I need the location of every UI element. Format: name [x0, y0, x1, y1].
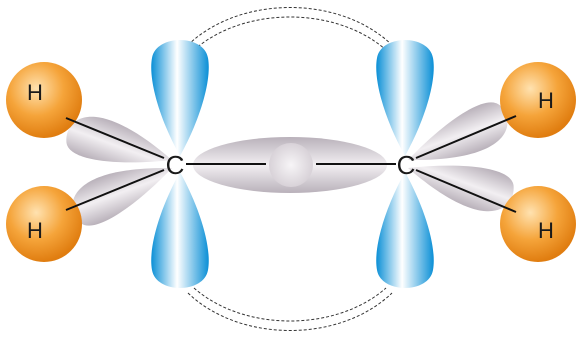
hydrogen-label-bottom-right: H — [538, 218, 554, 243]
bond-line-h-top-right — [415, 115, 517, 159]
bond-line-h-bottom-left — [65, 169, 165, 211]
pi-overlap-top — [187, 7, 393, 51]
hydrogen-bottom-left — [6, 186, 82, 262]
right-p-orbital-top — [376, 40, 434, 156]
hydrogen-label-top-left: H — [27, 80, 43, 105]
hydrogen-top-left — [6, 62, 82, 138]
left-p-orbital-bottom — [151, 172, 209, 288]
right-p-orbital-bottom — [376, 172, 434, 288]
bond-lines — [65, 115, 517, 213]
hydrogen-label-top-right: H — [538, 88, 554, 113]
right-upper-sp2-lobe — [408, 102, 508, 161]
hydrogen-bottom-right — [500, 186, 576, 262]
bond-line-h-top-left — [65, 117, 165, 159]
left-p-orbital-top — [151, 40, 209, 156]
pi-overlap-bottom — [187, 287, 393, 331]
bond-line-h-bottom-right — [415, 169, 517, 213]
left-lower-sp2-lobe — [72, 167, 172, 226]
carbon-label-left: C — [166, 150, 185, 180]
hydrogen-label-bottom-left: H — [27, 218, 43, 243]
carbon-label-right: C — [397, 150, 416, 180]
bond-node — [269, 143, 313, 187]
hydrogen-top-right — [500, 62, 576, 138]
